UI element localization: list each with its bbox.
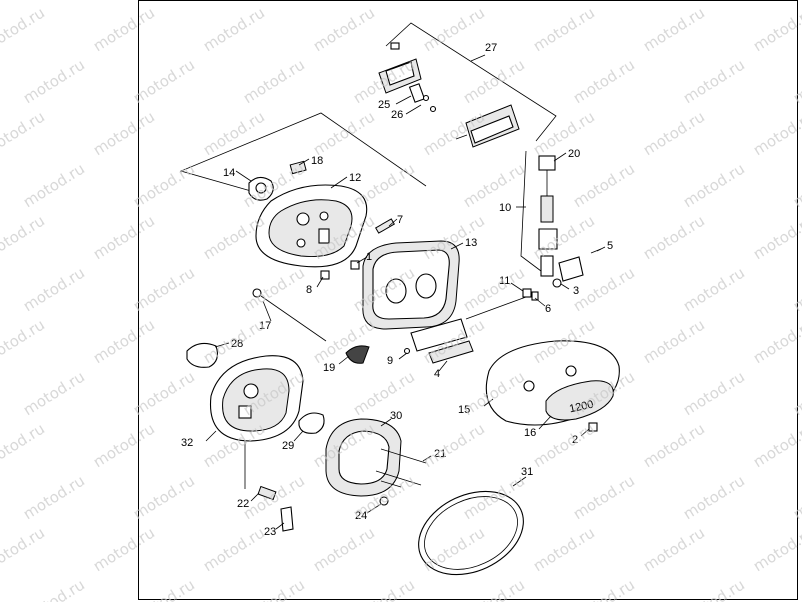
callout-10: 10 bbox=[499, 202, 511, 214]
callout-25: 25 bbox=[378, 99, 390, 111]
bolt-7 bbox=[375, 218, 395, 234]
filter-30 bbox=[325, 418, 402, 497]
insert-16-text: 1200 bbox=[568, 399, 594, 416]
callout-24: 24 bbox=[355, 510, 367, 522]
callout-14: 14 bbox=[223, 167, 235, 179]
bracket-12 bbox=[179, 112, 427, 192]
watermark-text: motod.ru bbox=[20, 159, 88, 212]
gasket-29 bbox=[298, 412, 325, 434]
callout-20: 20 bbox=[568, 148, 580, 160]
watermark-text: motod.ru bbox=[20, 471, 88, 524]
insert-16: 1200 bbox=[545, 380, 614, 421]
callout-13: 13 bbox=[465, 237, 477, 249]
watermark-text: motod.ru bbox=[0, 419, 48, 472]
watermark-text: motod.ru bbox=[0, 523, 48, 576]
callout-28: 28 bbox=[231, 338, 243, 350]
bracket-27 bbox=[385, 22, 557, 142]
watermark-text: motod.ru bbox=[20, 263, 88, 316]
callout-12: 12 bbox=[349, 172, 361, 184]
watermark-text: motod.ru bbox=[20, 367, 88, 420]
callout-1: 1 bbox=[366, 251, 372, 263]
screw-1 bbox=[350, 260, 360, 270]
callout-3: 3 bbox=[573, 285, 579, 297]
clip-19 bbox=[345, 345, 370, 364]
watermark-text: motod.ru bbox=[0, 211, 48, 264]
diagram-frame: 1200 bbox=[138, 0, 798, 600]
callout-17: 17 bbox=[259, 320, 271, 332]
watermark-text: motod.ru bbox=[20, 55, 88, 108]
filter-element-13 bbox=[362, 240, 460, 330]
callout-30: 30 bbox=[390, 410, 402, 422]
cable-17 bbox=[252, 288, 327, 342]
callout-19: 19 bbox=[323, 362, 335, 374]
gasket-28 bbox=[186, 342, 218, 368]
badge-assembly-27 bbox=[378, 42, 520, 148]
nut-24 bbox=[379, 496, 389, 506]
fitting-22 bbox=[244, 441, 277, 501]
callout-27: 27 bbox=[485, 42, 497, 54]
screws-21 bbox=[375, 448, 427, 488]
backplate-12 bbox=[255, 184, 368, 268]
callout-31: 31 bbox=[521, 466, 533, 478]
callout-2: 2 bbox=[572, 434, 578, 446]
callout-11: 11 bbox=[499, 275, 510, 287]
callout-22: 22 bbox=[237, 498, 249, 510]
exploded-parts-diagram: 1200 bbox=[179, 22, 620, 576]
callout-4: 4 bbox=[434, 368, 440, 380]
bracket-10 bbox=[520, 150, 542, 272]
callout-18: 18 bbox=[311, 155, 323, 167]
callout-32: 32 bbox=[181, 437, 193, 449]
leader-lines bbox=[205, 54, 606, 530]
callout-16: 16 bbox=[524, 427, 536, 439]
backplate-32 bbox=[209, 355, 304, 442]
callout-5: 5 bbox=[607, 240, 613, 252]
bracket-4 bbox=[403, 318, 474, 364]
callout-23: 23 bbox=[264, 526, 276, 538]
watermark-text: motod.ru bbox=[0, 315, 48, 368]
callout-26: 26 bbox=[391, 109, 403, 121]
callout-21: 21 bbox=[434, 448, 446, 460]
callout-29: 29 bbox=[282, 440, 294, 452]
watermark-text: motod.ru bbox=[20, 575, 88, 602]
callout-8: 8 bbox=[306, 284, 312, 296]
screw-8 bbox=[320, 270, 330, 280]
watermark-text: motod.ru bbox=[0, 3, 48, 56]
screw-2 bbox=[588, 422, 598, 432]
callout-labels: 27 25 26 12 18 14 7 1 8 13 20 10 5 11 3 … bbox=[181, 42, 613, 538]
bracket-23 bbox=[280, 506, 294, 532]
callout-6: 6 bbox=[545, 303, 551, 315]
callout-7: 7 bbox=[397, 214, 403, 226]
breather-assembly-10 bbox=[522, 155, 602, 301]
clip-18 bbox=[289, 160, 307, 175]
gasket-14 bbox=[248, 176, 274, 201]
callout-15: 15 bbox=[458, 404, 470, 416]
seal-ring-31 bbox=[418, 490, 524, 576]
watermark-text: motod.ru bbox=[0, 107, 48, 160]
callout-9: 9 bbox=[387, 355, 393, 367]
